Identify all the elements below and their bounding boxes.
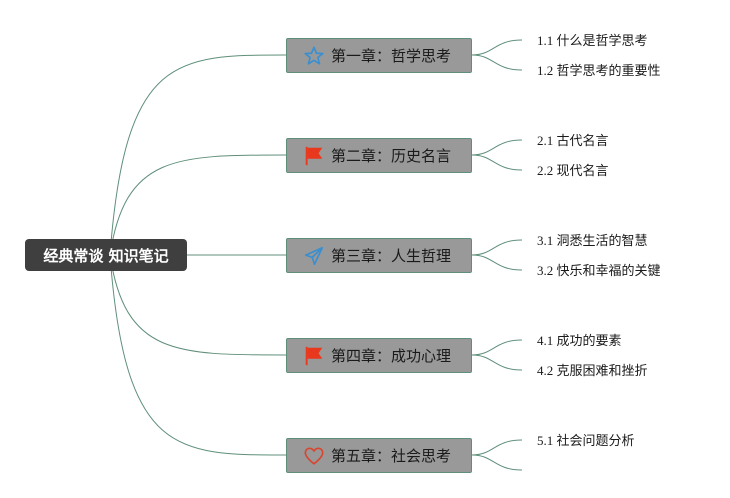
flag-icon xyxy=(303,345,325,367)
chapter-node-4[interactable]: 第四章：成功心理 xyxy=(286,338,472,373)
topic-3-1[interactable]: 3.1 洞悉生活的智慧 xyxy=(537,233,648,248)
root-to-chapter-2-line xyxy=(109,154,287,256)
chapter-5-to-topic-2-line xyxy=(471,454,523,471)
topic-1-2[interactable]: 1.2 哲学思考的重要性 xyxy=(537,63,661,78)
chapter-3-to-topic-1-line xyxy=(471,239,523,256)
chapter-5-to-topic-1-line xyxy=(471,439,523,456)
chapter-label: 第二章：历史名言 xyxy=(331,147,452,165)
root-to-chapter-1-line xyxy=(109,54,287,256)
topic-2-1[interactable]: 2.1 古代名言 xyxy=(537,133,609,148)
root-to-chapter-5-line xyxy=(109,254,287,456)
flag-icon xyxy=(303,145,325,167)
heart-icon xyxy=(303,445,325,467)
chapter-node-5[interactable]: 第五章：社会思考 xyxy=(286,438,472,473)
topic-5-1[interactable]: 5.1 社会问题分析 xyxy=(537,433,635,448)
root-node[interactable]: 经典常谈 知识笔记 xyxy=(25,239,187,271)
chapter-1-to-topic-1-line xyxy=(471,39,523,56)
chapter-3-to-topic-2-line xyxy=(471,254,523,271)
topic-4-2[interactable]: 4.2 克服困难和挫折 xyxy=(537,363,648,378)
root-label: 经典常谈 知识笔记 xyxy=(43,246,169,265)
star-icon xyxy=(303,45,325,67)
root-to-chapter-4-line xyxy=(109,254,287,356)
chapter-node-3[interactable]: 第三章：人生哲理 xyxy=(286,238,472,273)
topic-3-2[interactable]: 3.2 快乐和幸福的关键 xyxy=(537,263,661,278)
chapter-4-to-topic-2-line xyxy=(471,354,523,371)
chapter-node-2[interactable]: 第二章：历史名言 xyxy=(286,138,472,173)
chapter-2-to-topic-2-line xyxy=(471,154,523,171)
chapter-label: 第五章：社会思考 xyxy=(331,447,452,465)
topic-2-2[interactable]: 2.2 现代名言 xyxy=(537,163,609,178)
chapter-label: 第一章：哲学思考 xyxy=(331,47,452,65)
chapter-4-to-topic-1-line xyxy=(471,339,523,356)
paper-plane-icon xyxy=(303,245,325,267)
chapter-1-to-topic-2-line xyxy=(471,54,523,71)
topic-4-1[interactable]: 4.1 成功的要素 xyxy=(537,333,622,348)
chapter-label: 第四章：成功心理 xyxy=(331,347,452,365)
chapter-2-to-topic-1-line xyxy=(471,139,523,156)
chapter-node-1[interactable]: 第一章：哲学思考 xyxy=(286,38,472,73)
chapter-label: 第三章：人生哲理 xyxy=(331,247,452,265)
topic-1-1[interactable]: 1.1 什么是哲学思考 xyxy=(537,33,648,48)
